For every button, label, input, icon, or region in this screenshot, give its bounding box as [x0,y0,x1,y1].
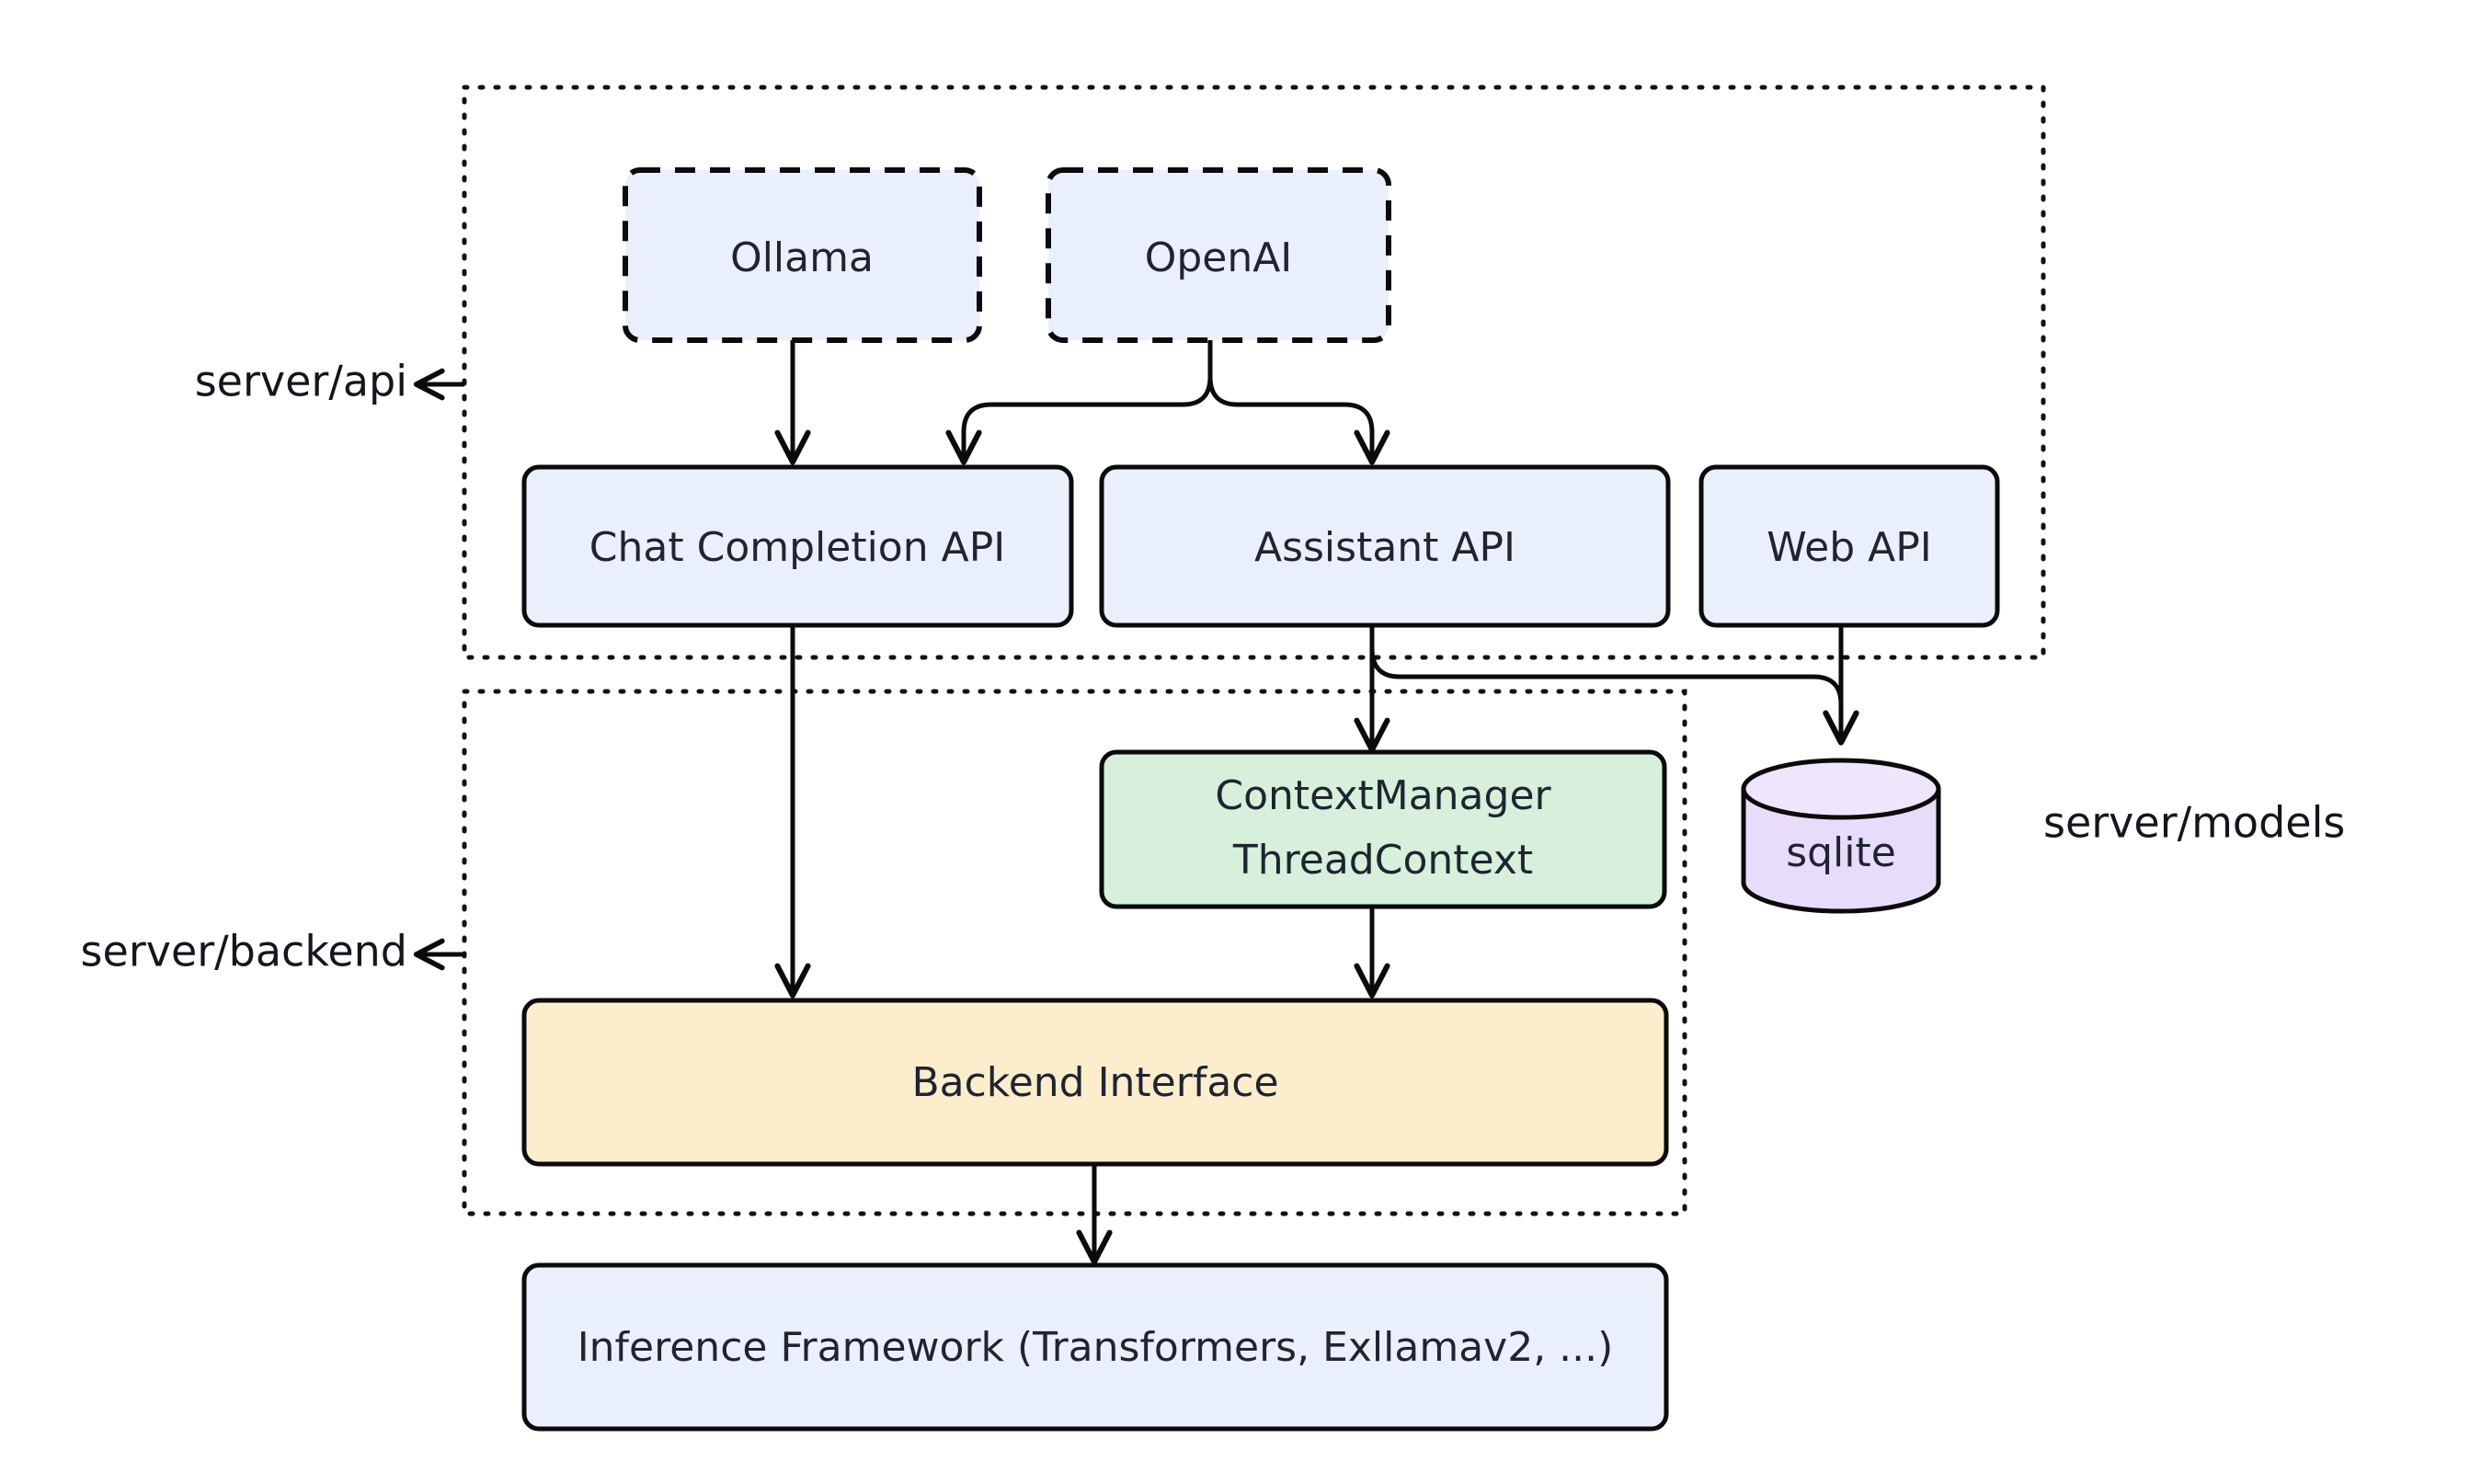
node-openai-shape[interactable] [1046,167,1391,343]
node-chat-completion-api-shape[interactable] [521,464,1074,628]
node-context-manager[interactable]: ContextManager ThreadContext [1099,749,1667,909]
node-sqlite-body[interactable] [1741,786,1941,914]
group-label-server-backend: server/backend [81,927,464,976]
node-ollama-label: Ollama [730,234,874,281]
node-inference-framework-label: Inference Framework (Transformers, Exlla… [577,1324,1614,1371]
node-context-manager-shape[interactable] [1099,749,1667,909]
group-label-server-models-text: server/models [2043,798,2345,848]
group-server-api-boundary [462,85,2046,660]
node-assistant-api[interactable]: Assistant API [1099,464,1671,628]
group-label-server-backend-text: server/backend [81,927,407,976]
node-sqlite[interactable]: sqlite [1741,758,1941,914]
node-inference-framework[interactable]: Inference Framework (Transformers, Exlla… [521,1262,1669,1432]
node-sqlite-top [1741,758,1941,820]
group-label-server-models: server/models [2043,798,2345,848]
node-openai[interactable]: OpenAI [1046,167,1391,343]
edge-openai-to-assistant-api [1207,376,1390,465]
edge-openai-to-chat-completion-api [945,376,1213,465]
node-ollama[interactable]: Ollama [623,167,982,343]
node-web-api-label: Web API [1767,524,1932,571]
node-chat-completion-api-label: Chat Completion API [589,524,1005,571]
node-context-manager-label-line1: ContextManager [1215,772,1551,819]
node-web-api-shape[interactable] [1698,464,2000,628]
node-backend-interface-shape[interactable] [521,998,1669,1167]
node-context-manager-label-line2: ThreadContext [1232,837,1533,884]
node-chat-completion-api[interactable]: Chat Completion API [521,464,1074,628]
node-sqlite-label: sqlite [1786,829,1896,876]
node-openai-label: OpenAI [1145,234,1293,281]
group-label-server-api: server/api [195,357,464,406]
node-ollama-shape[interactable] [623,167,982,343]
node-inference-framework-shape[interactable] [521,1262,1669,1432]
node-backend-interface[interactable]: Backend Interface [521,998,1669,1167]
node-assistant-api-label: Assistant API [1254,524,1515,571]
node-assistant-api-shape[interactable] [1099,464,1671,628]
group-label-server-api-text: server/api [195,357,407,406]
node-backend-interface-label: Backend Interface [911,1059,1278,1106]
node-web-api[interactable]: Web API [1698,464,2000,628]
